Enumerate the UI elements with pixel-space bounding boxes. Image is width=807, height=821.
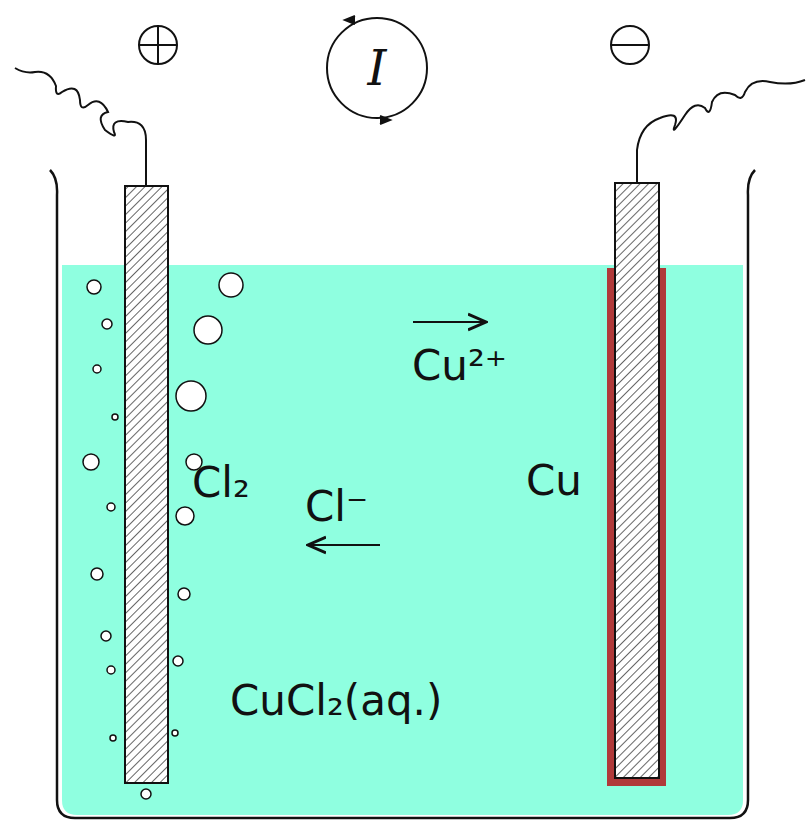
ion-label: Cl⁻ xyxy=(305,486,368,528)
gas-label: Cl₂ xyxy=(192,462,250,504)
meter-node: I xyxy=(337,28,417,108)
anode xyxy=(125,186,168,783)
ion-label: Cu²⁺ xyxy=(412,345,507,387)
anion-arrow xyxy=(308,544,380,546)
meter-letter: I xyxy=(368,40,387,96)
metal-label: Cu xyxy=(526,460,582,502)
gas-bubbles xyxy=(83,273,243,799)
minus-symbol xyxy=(611,26,649,64)
anode-wire xyxy=(15,68,146,186)
plus-symbol xyxy=(139,26,177,64)
cathode-wire xyxy=(637,80,805,183)
solution-label: CuCl₂(aq.) xyxy=(230,680,442,722)
current-arrows xyxy=(345,16,390,124)
ammeter xyxy=(327,18,427,118)
cathode xyxy=(615,183,659,778)
beaker xyxy=(50,170,755,818)
cation-arrow xyxy=(413,321,486,323)
